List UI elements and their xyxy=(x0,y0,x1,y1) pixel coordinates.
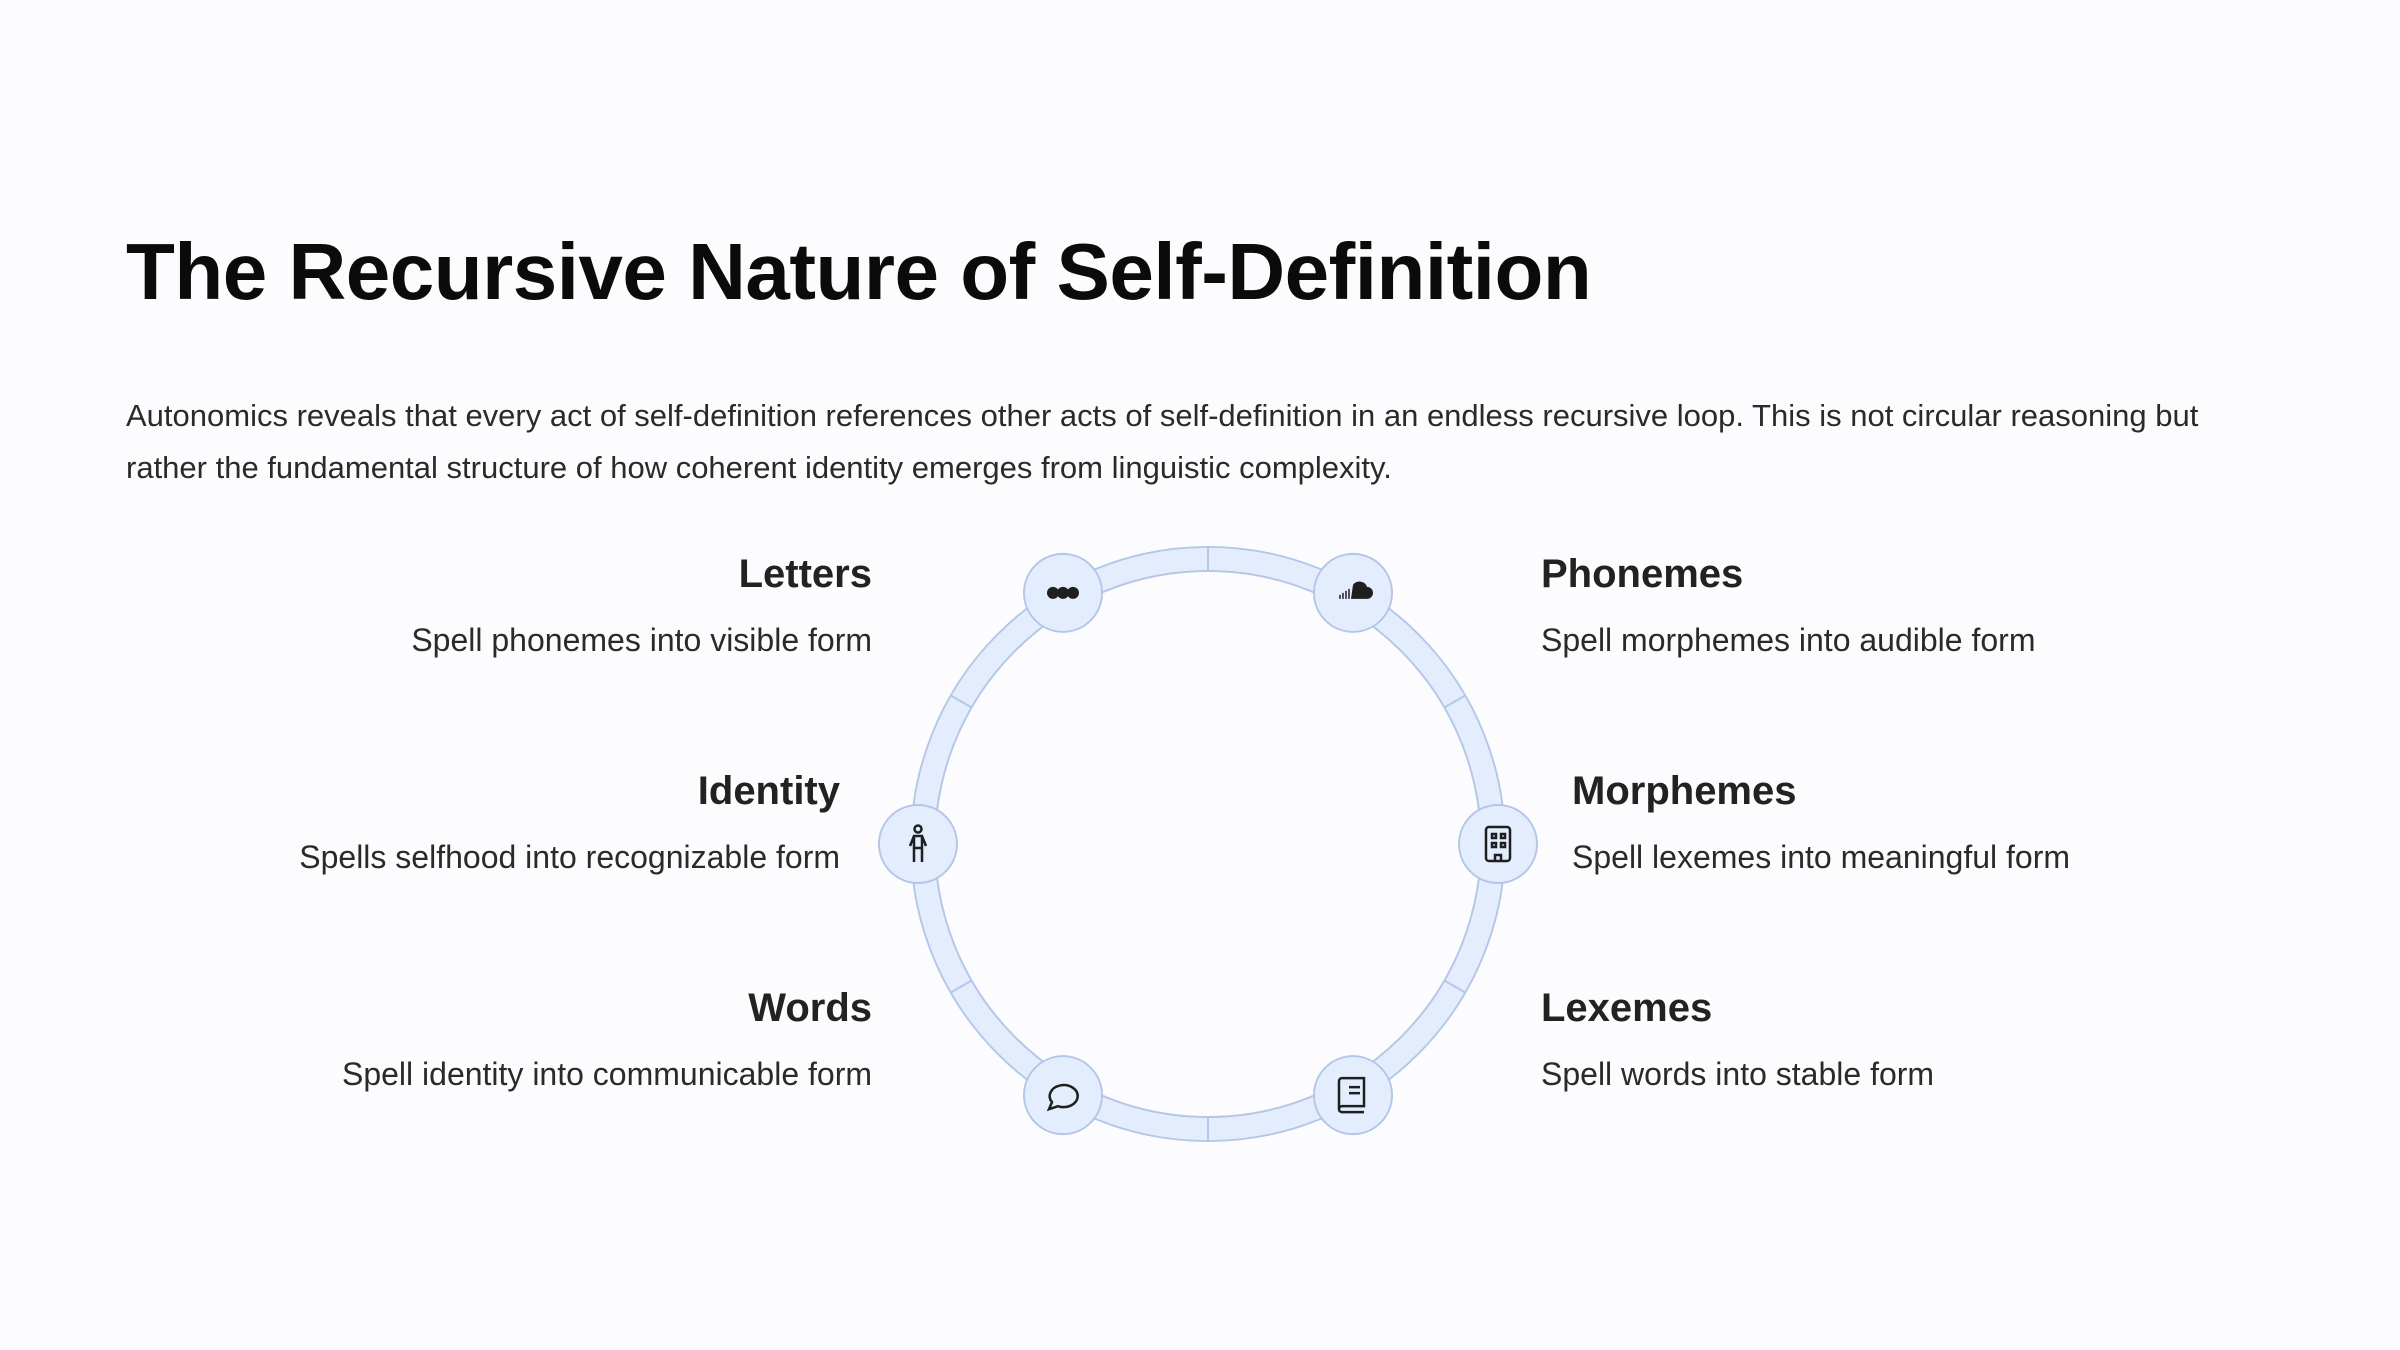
node-phonemes: Phonemes Spell morphemes into audible fo… xyxy=(1541,550,2241,660)
node-lexemes: Lexemes Spell words into stable form xyxy=(1541,984,2241,1094)
node-letters: Letters Spell phonemes into visible form xyxy=(172,550,872,660)
node-title: Phonemes xyxy=(1541,552,1744,596)
node-description: Spell lexemes into meaningful form xyxy=(1572,839,2071,875)
node-words: Words Spell identity into communicable f… xyxy=(172,984,872,1094)
node-description: Spell morphemes into audible form xyxy=(1541,622,2036,658)
node-lexemes-badge xyxy=(1313,1055,1393,1136)
intro-paragraph: Autonomics reveals that every act of sel… xyxy=(126,398,2199,485)
node-identity: Identity Spells selfhood into recognizab… xyxy=(140,767,840,877)
node-description: Spell identity into communicable form xyxy=(341,1056,872,1092)
node-description: Spell phonemes into visible form xyxy=(411,622,872,658)
node-title: Identity xyxy=(697,769,840,813)
building-icon xyxy=(1484,825,1512,863)
node-description: Spells selfhood into recognizable form xyxy=(299,839,840,875)
ring-divider xyxy=(950,694,973,709)
ring xyxy=(910,546,1506,1142)
node-words-badge xyxy=(1023,1055,1103,1136)
ring-divider xyxy=(1443,979,1466,994)
dots-icon xyxy=(1047,586,1079,599)
node-identity-badge xyxy=(878,804,958,884)
node-letters-badge xyxy=(1023,552,1103,633)
node-phonemes-badge xyxy=(1313,552,1393,633)
ring-divider xyxy=(1443,694,1466,709)
node-title: Morphemes xyxy=(1572,769,1797,813)
page-title: The Recursive Nature of Self-Definition xyxy=(126,227,1592,316)
node-title: Lexemes xyxy=(1541,986,1713,1030)
node-description: Spell words into stable form xyxy=(1541,1056,1935,1092)
book-icon xyxy=(1337,1076,1366,1114)
node-morphemes-badge xyxy=(1458,804,1538,884)
soundcloud-icon xyxy=(1339,581,1373,599)
ring-divider xyxy=(950,979,973,994)
speech-bubble-icon xyxy=(1046,1083,1079,1112)
node-title: Words xyxy=(748,986,872,1030)
node-morphemes: Morphemes Spell lexemes into meaningful … xyxy=(1572,767,2272,877)
person-icon xyxy=(908,824,928,862)
node-title: Letters xyxy=(738,552,872,596)
